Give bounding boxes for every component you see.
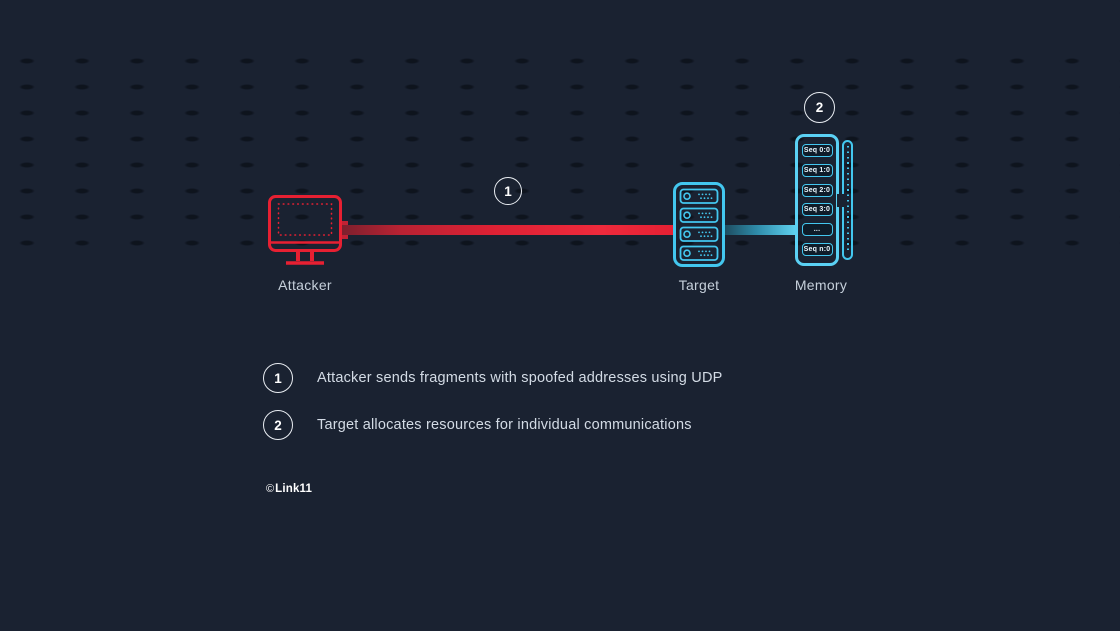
attacker-label: Attacker <box>278 277 332 293</box>
memory-body: Seq 0:0 Seq 1:0 Seq 2:0 Seq 3:0 ... Seq … <box>795 134 839 266</box>
legend-2-circle: 2 <box>263 410 293 440</box>
attacker-monitor-icon <box>268 195 342 265</box>
server-slot <box>679 245 719 261</box>
legend-2-text: Target allocates resources for individua… <box>317 417 692 433</box>
copyright: ©Link11 <box>266 483 312 495</box>
step-2-number: 2 <box>815 100 824 115</box>
legend-2-number: 2 <box>274 417 282 433</box>
server-slot <box>679 188 719 204</box>
target-server-icon <box>673 182 725 267</box>
step-2-marker: 2 <box>804 92 835 123</box>
memory-slot: Seq 2:0 <box>801 183 833 197</box>
legend-1-number: 1 <box>274 370 282 386</box>
memory-module-icon: Seq 0:0 Seq 1:0 Seq 2:0 Seq 3:0 ... Seq … <box>793 132 857 272</box>
server-slot <box>679 226 719 242</box>
legend-1-circle: 1 <box>263 363 293 393</box>
target-label: Target <box>678 277 720 293</box>
memory-slot: Seq n:0 <box>801 243 833 257</box>
copyright-symbol: © <box>266 483 275 495</box>
memory-label: Memory <box>794 277 848 293</box>
memory-slot: Seq 1:0 <box>801 163 833 177</box>
memory-slot: Seq 3:0 <box>801 203 833 217</box>
step-1-marker: 1 <box>494 177 522 205</box>
memory-slot-ellipsis: ... <box>801 223 833 237</box>
step-1-number: 1 <box>504 183 512 199</box>
memory-clip-notch <box>837 194 844 207</box>
attack-traffic-beam <box>341 225 674 235</box>
legend-1-text: Attacker sends fragments with spoofed ad… <box>317 370 723 386</box>
memory-slot: Seq 0:0 <box>801 143 833 157</box>
target-memory-beam <box>722 225 798 235</box>
server-slot <box>679 207 719 223</box>
brand-name: Link11 <box>275 483 313 495</box>
